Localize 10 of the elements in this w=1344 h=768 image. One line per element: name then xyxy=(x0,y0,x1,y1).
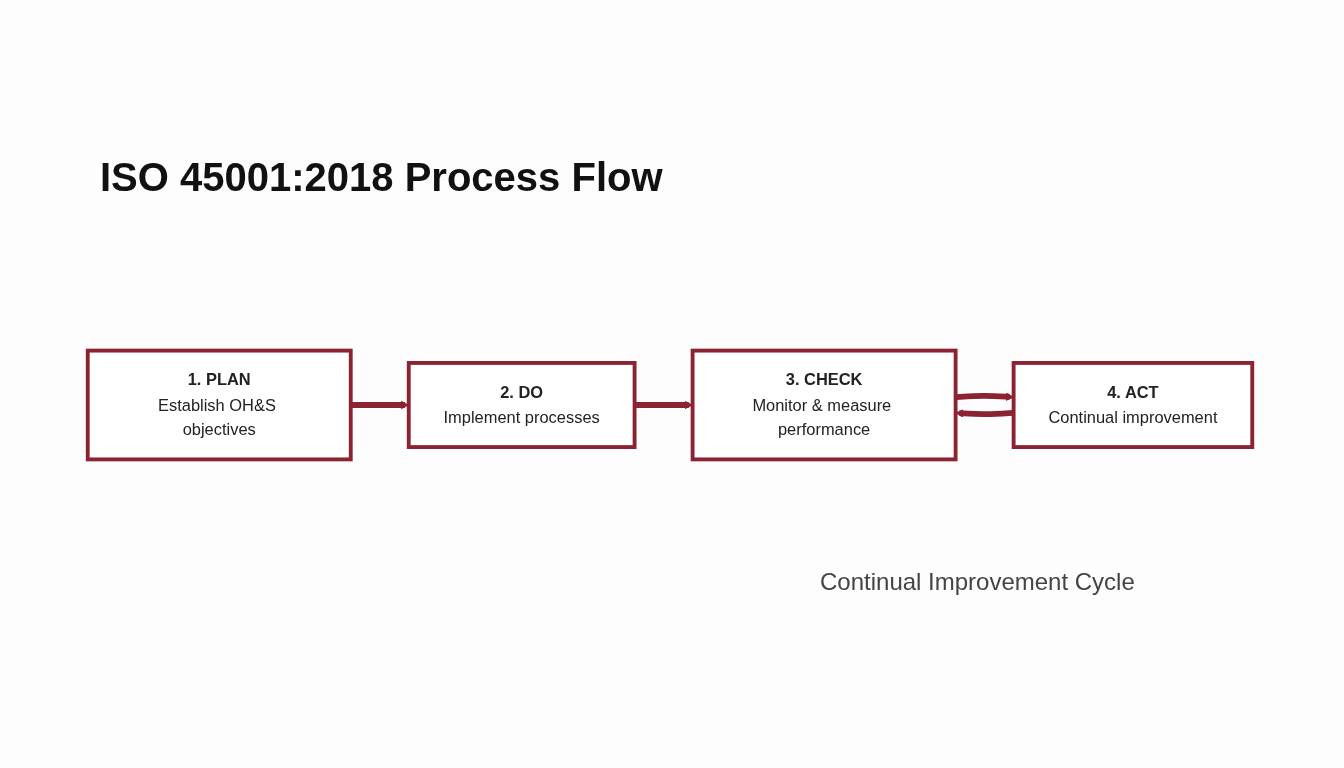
cycle-label: Continual Improvement Cycle xyxy=(820,568,1135,596)
node-box: 1. PLAN Establish OH&S objectives xyxy=(85,348,353,462)
node-box: 3. CHECK Monitor & measure performance xyxy=(690,348,958,462)
arrow xyxy=(955,392,1014,401)
node-box: 2. DO Implement processes xyxy=(406,361,637,449)
node-box: 4. ACT Continual improvement xyxy=(1011,361,1255,449)
arrow xyxy=(350,400,410,410)
arrow xyxy=(955,409,1014,418)
arrow xyxy=(634,400,693,410)
diagram-title: ISO 45001:2018 Process Flow xyxy=(100,155,663,200)
